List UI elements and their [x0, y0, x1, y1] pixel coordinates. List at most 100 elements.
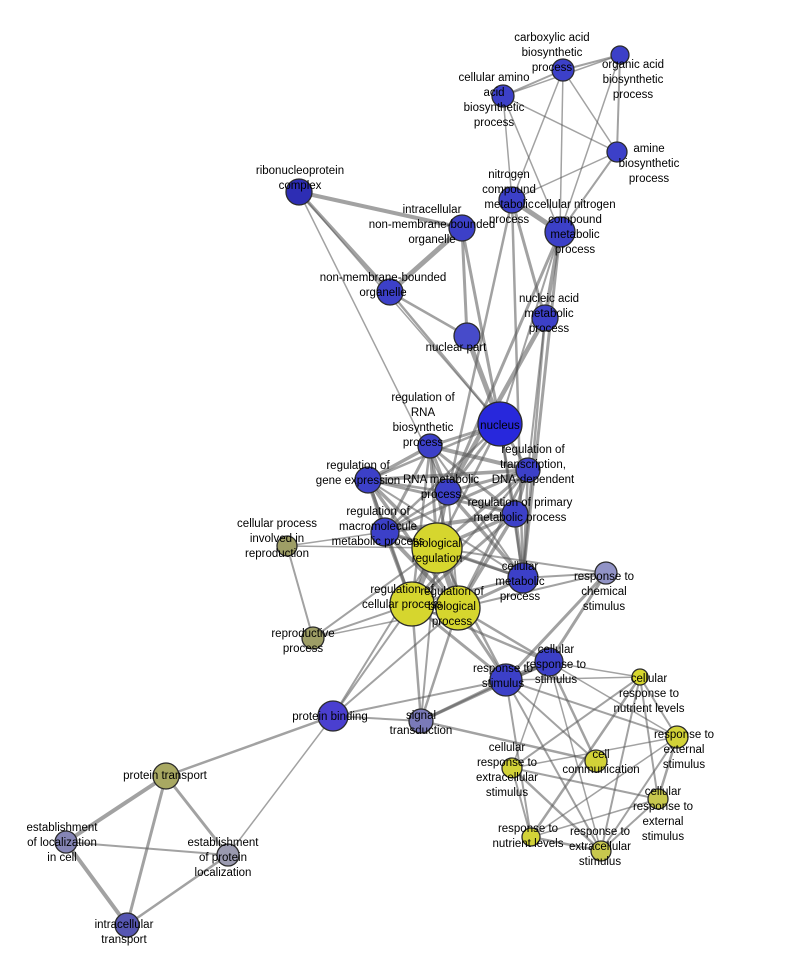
edge-resp_chem-bio_reg	[436, 547, 607, 574]
edge-cell_resp_stim-resp_chem	[547, 571, 608, 664]
node-label-protein_transport: protein transport	[123, 770, 208, 782]
node-resp_extracell[interactable]	[590, 840, 612, 862]
edge-protein_binding-bio_reg	[332, 547, 438, 717]
node-rna_met[interactable]	[434, 478, 462, 506]
node-protein_binding[interactable]	[317, 700, 349, 732]
edge-amino-nitrogen	[502, 95, 513, 201]
edge-cell_resp_extracell-resp_extracell	[510, 766, 603, 853]
edge-reg_transcription-rna_met	[446, 468, 530, 494]
edge-cell_resp_external-resp_nutrient	[530, 798, 659, 838]
node-cell_resp_stim[interactable]	[534, 647, 564, 677]
edge-signal_trans-bio_reg	[420, 547, 438, 722]
edge-intra_org-nucleus	[460, 226, 502, 426]
edge-amine-nitrogen	[511, 151, 618, 201]
edge-cell_nitrogen-nucleus	[499, 231, 561, 425]
edge-est_prot_loc-intra_transport	[125, 853, 230, 927]
node-cell_resp_extracell[interactable]	[501, 757, 523, 779]
edge-protein_transport-est_prot_loc	[164, 774, 230, 857]
node-resp_nutrient[interactable]	[521, 827, 541, 847]
node-intra_transport[interactable]	[114, 912, 140, 938]
node-reg_gene[interactable]	[354, 466, 382, 494]
edge-resp_stim-resp_external	[505, 679, 678, 738]
node-signal_trans[interactable]	[408, 708, 434, 734]
node-est_prot_loc[interactable]	[216, 843, 240, 867]
node-cell_nitrogen[interactable]	[544, 216, 576, 248]
edge-protein_binding-reg_bio	[332, 607, 459, 717]
edge-carboxylic-cell_nitrogen	[559, 69, 564, 233]
edge-protein_binding-reg_cell	[332, 603, 413, 717]
node-est_loc_cell[interactable]	[54, 830, 78, 854]
edge-organic-cell_nitrogen	[559, 54, 621, 233]
edge-intra_org-nmb_org	[387, 225, 465, 295]
node-bio_reg[interactable]	[411, 522, 463, 574]
node-nucleus[interactable]	[477, 401, 523, 447]
node-reg_bio[interactable]	[435, 585, 481, 631]
edge-cell_proc_repro-reg_macro	[286, 531, 386, 547]
node-nmb_org[interactable]	[376, 278, 404, 306]
edge-nmb_org-nucleus	[388, 290, 502, 426]
node-resp_stim[interactable]	[489, 663, 523, 697]
edge-intra_org-nuclear_part	[460, 226, 469, 338]
edge-cell_resp_extracell-resp_nutrient	[511, 767, 532, 838]
node-cell_comm[interactable]	[584, 749, 608, 773]
node-carboxylic[interactable]	[551, 58, 575, 82]
node-reg_macro[interactable]	[370, 517, 400, 547]
node-cell_resp_nutrient[interactable]	[631, 668, 649, 686]
node-nucleic[interactable]	[531, 304, 559, 332]
node-ribo[interactable]	[285, 178, 313, 206]
node-reg_cell[interactable]	[389, 581, 435, 627]
node-resp_chem[interactable]	[594, 561, 618, 585]
node-reg_primary[interactable]	[501, 500, 529, 528]
edge-rna_met-cell_met	[446, 490, 525, 580]
node-nuclear_part[interactable]	[453, 322, 481, 350]
edge-cell_resp_nutrient-cell_resp_extracell	[511, 676, 641, 769]
node-protein_transport[interactable]	[152, 762, 180, 790]
edge-protein_transport-est_loc_cell	[64, 774, 168, 844]
edge-protein_binding-protein_transport	[164, 714, 335, 778]
edge-nmb_org-nuclear_part	[388, 290, 469, 338]
edge-amino-cell_nitrogen	[502, 95, 561, 233]
node-cell_proc_repro[interactable]	[276, 535, 298, 557]
node-cell_resp_external[interactable]	[647, 788, 669, 810]
node-resp_external[interactable]	[665, 725, 689, 749]
node-repro_proc[interactable]	[301, 626, 325, 650]
node-reg_rna[interactable]	[417, 433, 443, 459]
edge-cell_proc_repro-repro_proc	[286, 545, 314, 639]
edge-carboxylic-amine	[562, 69, 618, 153]
edge-cell_resp_stim-resp_external	[548, 661, 678, 738]
node-reg_transcription[interactable]	[515, 457, 541, 483]
node-amine[interactable]	[606, 141, 628, 163]
node-intra_org[interactable]	[448, 214, 476, 242]
edge-ribo-intra_org	[297, 190, 464, 230]
node-nitrogen[interactable]	[498, 186, 526, 214]
edge-carboxylic-nitrogen	[511, 69, 564, 201]
edge-resp_stim-resp_nutrient	[505, 679, 532, 838]
node-organic[interactable]	[610, 45, 630, 65]
node-amino[interactable]	[491, 84, 515, 108]
node-label-nuclear_part: nuclear part	[426, 342, 488, 354]
node-cell_met[interactable]	[507, 562, 539, 594]
